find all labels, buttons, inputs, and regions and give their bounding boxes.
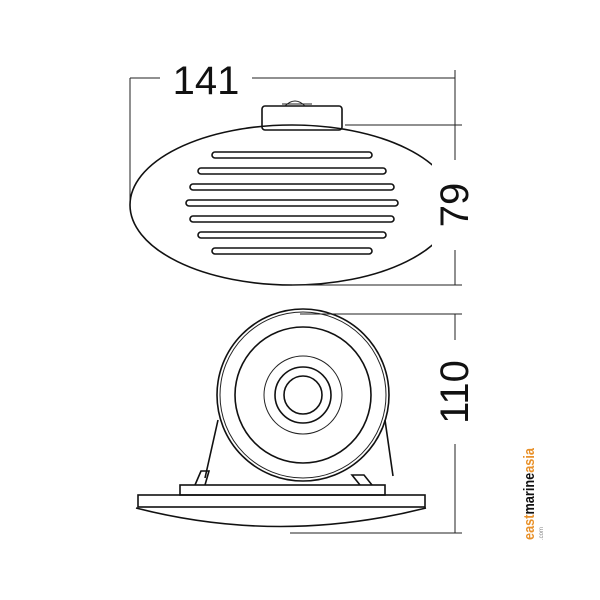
- eastmarineasia-logo: eastmarineasia .com: [521, 447, 545, 540]
- mount-base: [179, 484, 386, 496]
- side-view: 110: [135, 308, 478, 534]
- mount-clips: [194, 470, 373, 486]
- dimension-width-label: 141: [173, 59, 240, 103]
- dust-cap: [283, 375, 323, 415]
- connector-knob: [261, 105, 343, 131]
- cone-ring: [263, 355, 343, 435]
- label-bg: [432, 160, 478, 250]
- grille-slots: [185, 151, 399, 255]
- speaker-housing-top: [129, 124, 455, 286]
- grille-dome: [135, 507, 427, 528]
- top-view: 141 79: [129, 56, 478, 286]
- bracket-lines: [204, 419, 394, 479]
- svg-text:.com: .com: [539, 527, 545, 540]
- flange-plate: [137, 494, 426, 508]
- speaker-outer-ring: [216, 308, 390, 482]
- dimension-height-side-label: 110: [433, 360, 477, 424]
- label-bg: [160, 56, 252, 100]
- speaker-inner-ring: [234, 326, 372, 464]
- label-bg: [432, 340, 478, 444]
- speaker-rim: [219, 311, 387, 479]
- knob-detail: [282, 100, 312, 107]
- cone-ring: [274, 366, 332, 424]
- dimension-height-top-label: 79: [433, 183, 477, 228]
- svg-text:eastmarineasia: eastmarineasia: [521, 447, 538, 540]
